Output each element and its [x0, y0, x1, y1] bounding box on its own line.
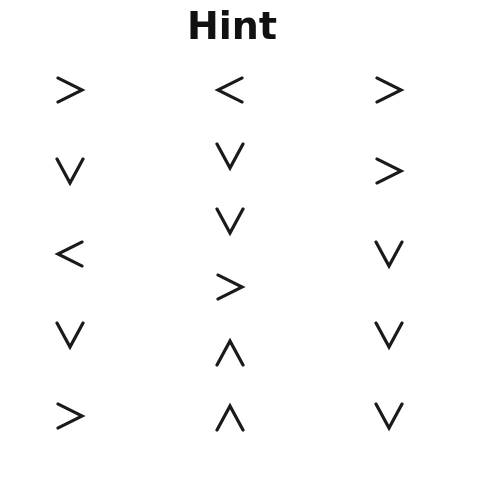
chevron-down-icon [369, 315, 409, 355]
chevron-down-icon [50, 315, 90, 355]
hint-title: Hint [186, 4, 278, 48]
chevron-down-icon [210, 136, 250, 176]
chevron-right-icon [210, 267, 250, 307]
chevron-right-icon [50, 396, 90, 436]
chevron-up-icon [210, 333, 250, 373]
chevron-left-icon [210, 70, 250, 110]
chevron-down-icon [369, 234, 409, 274]
chevron-down-icon [210, 201, 250, 241]
chevron-right-icon [369, 151, 409, 191]
chevron-up-icon [210, 398, 250, 438]
chevron-right-icon [50, 70, 90, 110]
chevron-left-icon [50, 234, 90, 274]
chevron-down-icon [50, 151, 90, 191]
chevron-down-icon [369, 396, 409, 436]
chevron-right-icon [369, 70, 409, 110]
